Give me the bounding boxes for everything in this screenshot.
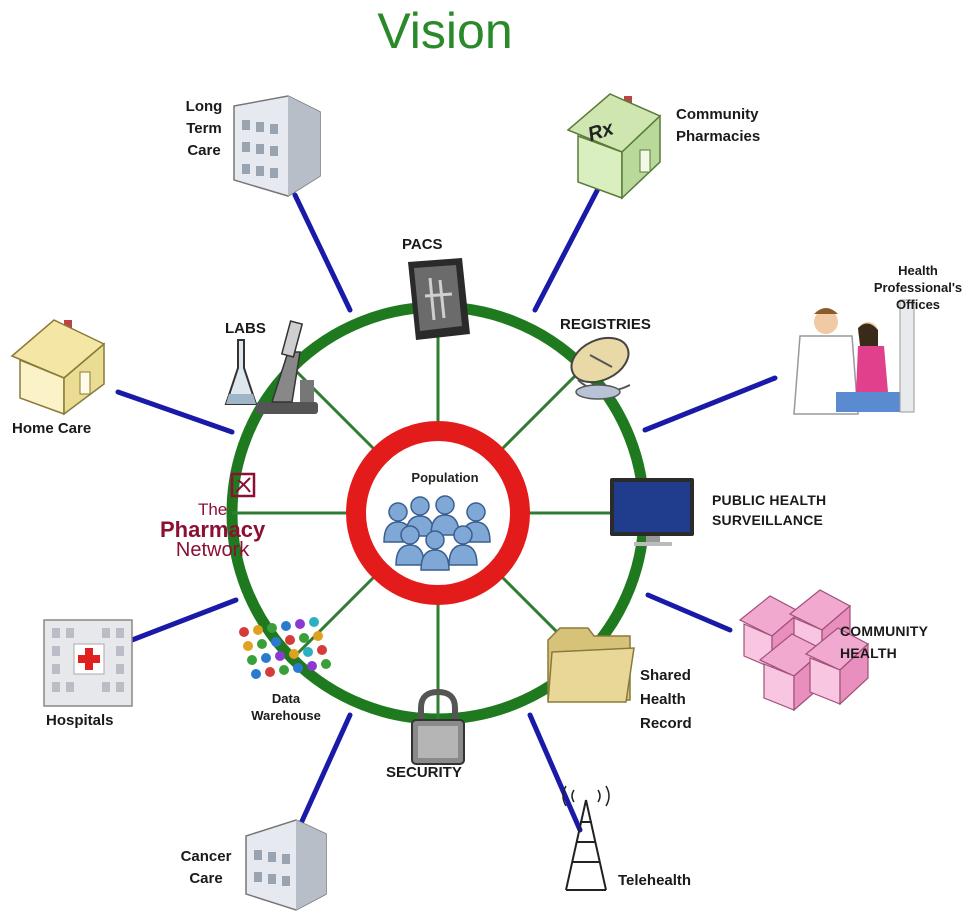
pacs-monitor-icon <box>408 258 470 340</box>
community-pharmacies-line1: Community <box>676 106 759 123</box>
community-health-line2: HEALTH <box>840 645 897 661</box>
health-professionals-label: Health Professional's Offices <box>862 262 974 313</box>
community-pharmacies-label: Community Pharmacies <box>676 104 760 148</box>
pharmacy-network-logo-icon <box>230 472 256 498</box>
population-label: Population <box>411 470 479 485</box>
labs-icon <box>224 320 318 414</box>
spoke-home-care <box>115 389 235 435</box>
people-icon <box>383 495 491 571</box>
data-warehouse-label: Data Warehouse <box>236 690 336 724</box>
health-professionals-line1: Health <box>898 263 938 278</box>
data-warehouse-line2: Warehouse <box>251 708 321 723</box>
public-health-monitor-icon <box>610 478 694 546</box>
health-professionals-line2: Professional's <box>873 280 963 295</box>
hospitals-label: Hospitals <box>46 712 114 729</box>
registries-label: REGISTRIES <box>560 316 651 333</box>
spoke-cancer-care <box>295 712 353 833</box>
community-health-houses-icon <box>738 589 870 712</box>
community-health-label: COMMUNITY HEALTH <box>840 620 928 664</box>
community-health-line1: COMMUNITY <box>840 623 929 639</box>
shared-record-folder-icon <box>547 627 635 703</box>
spoke-hospitals <box>129 597 239 643</box>
pharmacy-network-label: The Pharmacy Network <box>160 500 265 560</box>
security-label: SECURITY <box>386 764 462 781</box>
home-care-house-icon <box>10 319 106 416</box>
public-health-label: PUBLIC HEALTH SURVEILLANCE <box>712 490 826 530</box>
cancer-care-label: Cancer Care <box>170 846 242 890</box>
pharmacy-network-line1: The <box>197 500 228 519</box>
page-title: Vision <box>377 3 513 59</box>
cancer-care-line1: Cancer <box>180 848 232 865</box>
long-term-care-line2: Term <box>186 120 222 137</box>
shared-health-record-label: Shared Health Record <box>640 664 692 736</box>
pacs-label: PACS <box>402 236 443 253</box>
spoke-telehealth <box>527 712 583 833</box>
public-health-label-line1: PUBLIC HEALTH <box>712 492 827 508</box>
telehealth-label: Telehealth <box>618 872 692 889</box>
shared-health-record-line1: Shared <box>640 667 691 684</box>
data-warehouse-icon <box>239 617 331 679</box>
inner-spoke-ne <box>500 365 586 451</box>
shared-health-record-line2: Health <box>640 691 686 708</box>
home-care-label: Home Care <box>12 420 92 437</box>
long-term-care-line3: Care <box>187 142 221 159</box>
data-warehouse-line1: Data <box>271 691 301 706</box>
long-term-care-line1: Long <box>185 98 223 115</box>
outer-spokes <box>115 182 778 833</box>
health-professionals-line3: Offices <box>895 297 941 312</box>
public-health-label-line2: SURVEILLANCE <box>712 512 824 528</box>
inner-spoke-sw <box>290 575 376 661</box>
labs-label: LABS <box>225 320 266 337</box>
spoke-community-pharmacies <box>532 182 603 313</box>
security-padlock-icon <box>411 688 465 765</box>
community-pharmacies-line2: Pharmacies <box>676 128 761 145</box>
spoke-long-term-care <box>292 192 353 313</box>
inner-spokes <box>232 308 644 720</box>
spoke-health-professionals <box>642 375 778 433</box>
community-pharmacy-house-icon: Rx <box>566 93 662 200</box>
telehealth-tower-icon <box>562 785 610 891</box>
cancer-care-building-icon <box>245 819 327 911</box>
pharmacy-network-line2: Pharmacy <box>160 517 266 542</box>
spoke-community-health <box>645 592 733 633</box>
pharmacy-network-line3: Network <box>175 539 250 561</box>
registries-dish-icon <box>570 336 631 400</box>
long-term-care-label: Long Term Care <box>172 96 236 162</box>
health-professional-icon <box>793 299 915 415</box>
shared-health-record-line3: Record <box>640 715 692 732</box>
long-term-care-building-icon <box>233 95 321 197</box>
cancer-care-line2: Care <box>189 870 223 887</box>
hospital-building-icon <box>43 619 133 707</box>
